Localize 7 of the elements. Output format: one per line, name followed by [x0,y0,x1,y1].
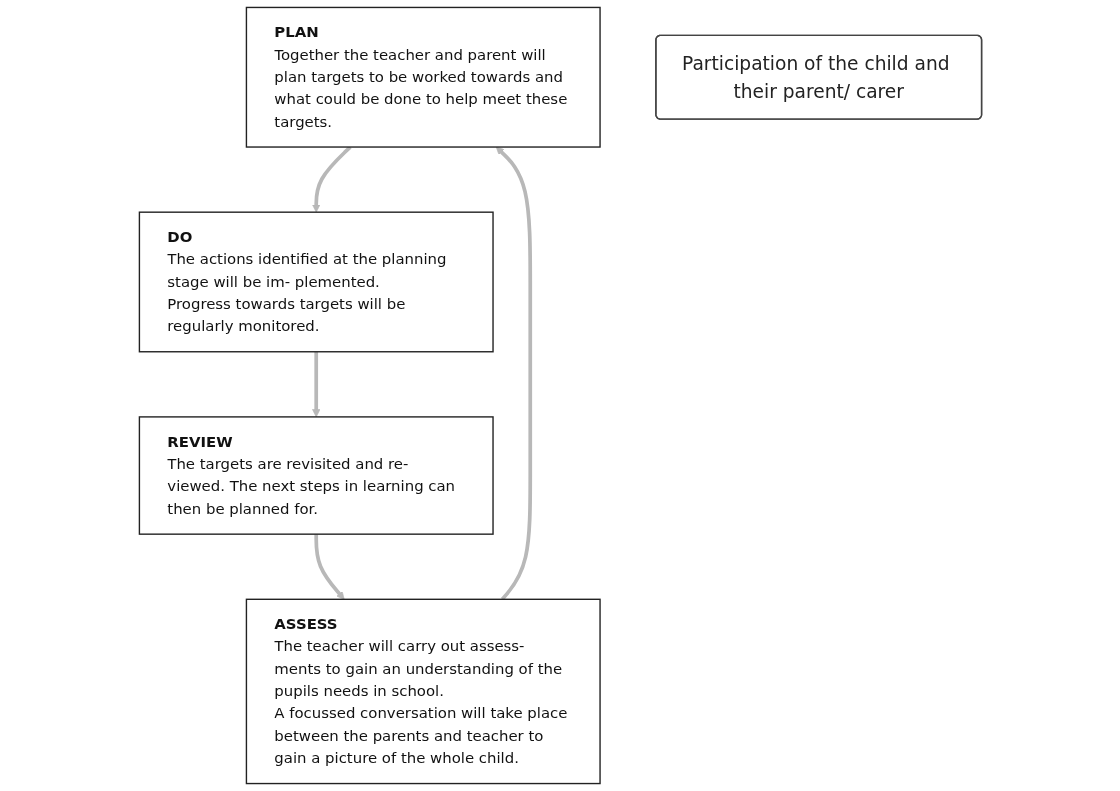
arrow [313,534,345,600]
node-box: ASSESS The teacher will carry out assess- ments to gain an understanding of the pupils needs in school. A focussed conversation will take place between the parents and teacher to gain a picture of the whole child. [245,598,601,785]
arrow [495,146,532,601]
arrow [311,351,320,418]
node-box: REVIEW The targets are revisited and re- viewed. The next steps in learning can then be planned for. [138,416,494,535]
node-box: PLAN Together the teacher and parent will plan targets to be worked towards and what could be done to help meet these targets. [245,6,601,148]
node-box: DO The actions identified at the planning stage will be im- plemented. Progress towards targets will be regularly monitored. [138,211,494,353]
